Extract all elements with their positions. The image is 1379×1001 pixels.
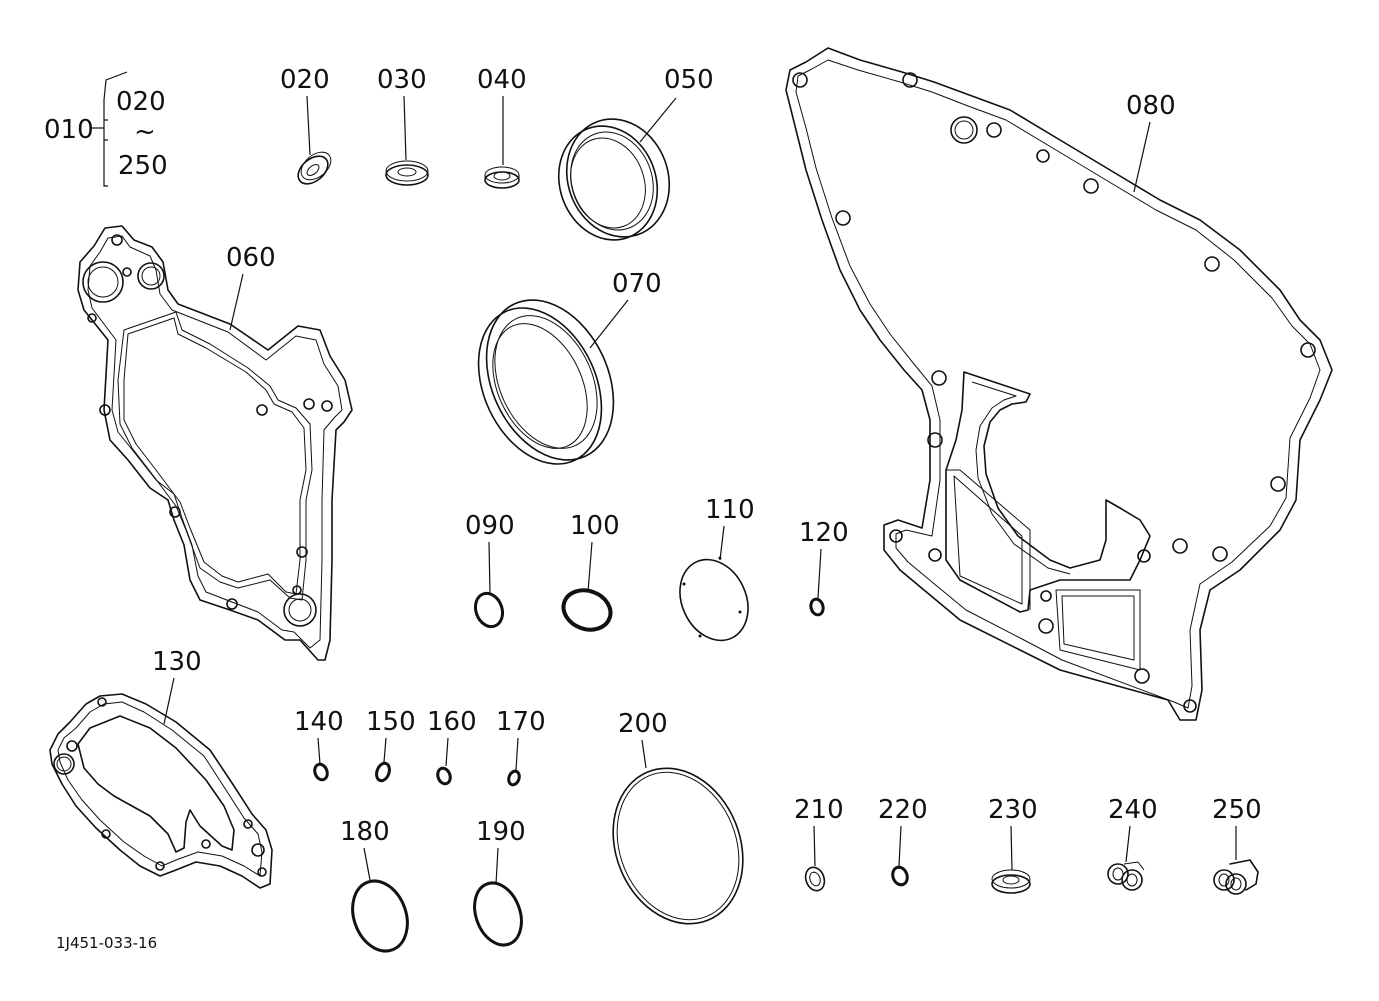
part-label-200: 200 xyxy=(618,709,668,739)
part-040[interactable]: 040 xyxy=(477,65,527,189)
part-label-060: 060 xyxy=(226,243,276,273)
part-label-240: 240 xyxy=(1108,795,1158,825)
part-label-150: 150 xyxy=(366,707,416,737)
part-020[interactable]: 020 xyxy=(280,65,336,189)
part-250[interactable]: 250 xyxy=(1212,795,1262,895)
part-180[interactable]: 180 xyxy=(340,817,417,959)
part-label-080: 080 xyxy=(1126,91,1176,121)
part-050[interactable]: 050 xyxy=(543,65,714,254)
assembly-range-separator: ~ xyxy=(134,117,156,147)
assembly-label: 010 xyxy=(44,115,94,145)
part-label-130: 130 xyxy=(152,647,202,677)
drawing-reference: 1J451-033-16 xyxy=(56,934,157,952)
part-190[interactable]: 190 xyxy=(466,817,529,952)
part-label-050: 050 xyxy=(664,65,714,95)
part-200[interactable]: 200 xyxy=(591,709,766,943)
part-label-180: 180 xyxy=(340,817,390,847)
part-150[interactable]: 150 xyxy=(366,707,416,783)
part-160[interactable]: 160 xyxy=(427,707,477,786)
part-080[interactable]: 080 xyxy=(785,47,1333,721)
part-label-110: 110 xyxy=(705,495,755,525)
part-label-030: 030 xyxy=(377,65,427,95)
part-label-040: 040 xyxy=(477,65,527,95)
part-label-020: 020 xyxy=(280,65,330,95)
part-label-120: 120 xyxy=(799,518,849,548)
part-label-100: 100 xyxy=(570,511,620,541)
part-label-250: 250 xyxy=(1212,795,1262,825)
part-030[interactable]: 030 xyxy=(377,65,429,186)
assembly-range-start: 020 xyxy=(116,87,166,117)
part-label-140: 140 xyxy=(294,707,344,737)
part-170[interactable]: 170 xyxy=(496,707,546,787)
part-220[interactable]: 220 xyxy=(878,795,928,887)
part-label-190: 190 xyxy=(476,817,526,847)
part-110[interactable]: 110 xyxy=(667,495,761,652)
part-120[interactable]: 120 xyxy=(799,518,849,617)
part-130[interactable]: 130 xyxy=(49,647,273,889)
assembly-bracket: 010 020 ~ 250 xyxy=(44,71,168,187)
part-label-220: 220 xyxy=(878,795,928,825)
part-060[interactable]: 060 xyxy=(77,225,353,661)
part-070[interactable]: 070 xyxy=(455,269,662,484)
part-label-090: 090 xyxy=(465,511,515,541)
part-label-160: 160 xyxy=(427,707,477,737)
part-240[interactable]: 240 xyxy=(1107,795,1158,891)
part-090[interactable]: 090 xyxy=(465,511,515,630)
part-label-230: 230 xyxy=(988,795,1038,825)
part-label-170: 170 xyxy=(496,707,546,737)
part-100[interactable]: 100 xyxy=(558,511,620,636)
part-140[interactable]: 140 xyxy=(294,707,344,782)
part-label-070: 070 xyxy=(612,269,662,299)
assembly-range-end: 250 xyxy=(118,151,168,181)
part-label-210: 210 xyxy=(794,795,844,825)
part-230[interactable]: 230 xyxy=(988,795,1038,894)
part-210[interactable]: 210 xyxy=(794,795,844,893)
